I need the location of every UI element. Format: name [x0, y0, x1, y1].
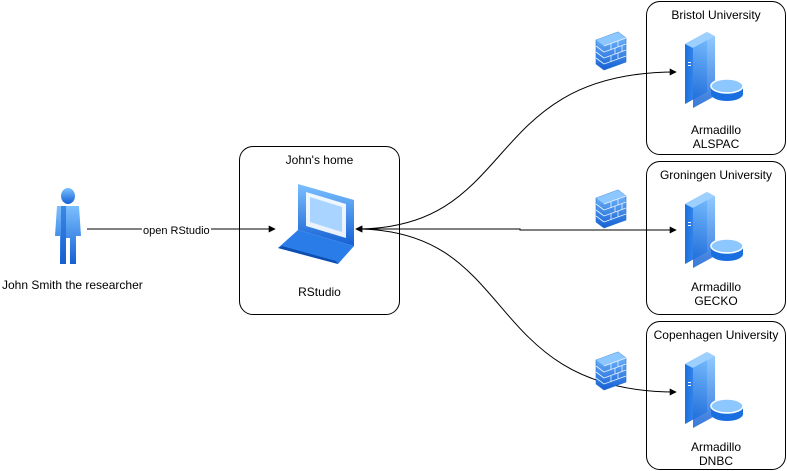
- site-title: Bristol University: [671, 8, 761, 22]
- laptop-icon: [278, 184, 354, 264]
- site-box-bristol[interactable]: Bristol University Armadillo ALSPAC: [646, 1, 786, 155]
- home-title: John's home: [285, 153, 354, 167]
- edge-home-to-bristol: [355, 68, 677, 233]
- site-box-groningen[interactable]: Groningen University Armadillo GECKO: [646, 161, 786, 315]
- server-database-icon-bristol: [684, 31, 744, 109]
- site-title: Groningen University: [659, 168, 773, 182]
- rstudio-label: RStudio: [298, 285, 341, 299]
- server-database-icon-groningen: [684, 191, 744, 269]
- site-service-label: Armadillo: [690, 440, 741, 454]
- site-service-label: Armadillo: [690, 280, 741, 294]
- site-cohort-label: DNBC: [698, 454, 733, 468]
- edge-home-to-groningen: [355, 225, 677, 234]
- site-service-label: Armadillo: [690, 123, 741, 137]
- researcher-label: John Smith the researcher: [2, 278, 143, 292]
- site-title: Copenhagen University: [653, 328, 779, 342]
- person-icon: [55, 188, 81, 264]
- edge-label-open-rstudio: open RStudio: [142, 225, 211, 237]
- site-cohort-label: ALSPAC: [692, 137, 740, 151]
- home-box[interactable]: John's home RStudio: [239, 146, 400, 315]
- site-cohort-label: GECKO: [694, 294, 738, 308]
- server-database-icon-copenhagen: [684, 351, 744, 429]
- site-box-copenhagen[interactable]: Copenhagen University Armadillo DNBC: [646, 321, 786, 470]
